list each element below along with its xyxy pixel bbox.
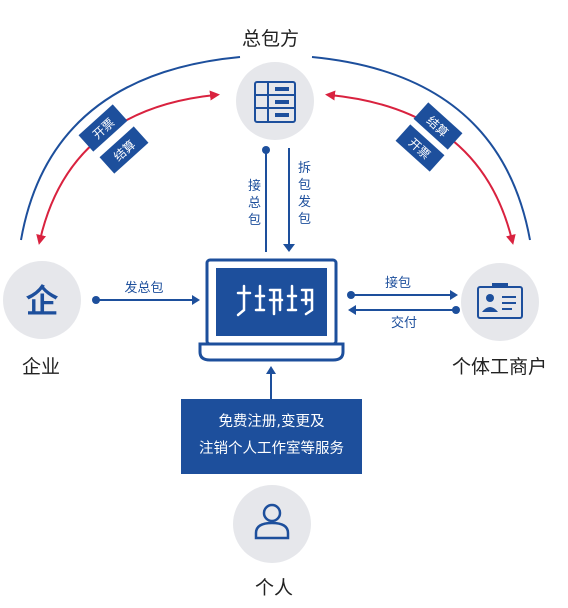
building-icon [254,81,296,123]
platform-up-label: 接总包 [248,178,261,228]
qi-character-icon: 企 [26,282,59,320]
vertical-label-char: 包 [248,213,261,228]
service-line-1: 免费注册,变更及 [218,414,325,430]
logo-mark [236,284,314,317]
vertical-label-char: 发 [298,194,311,210]
vertical-label-char: 包 [298,212,311,227]
id-card-icon [477,283,523,319]
service-line-2: 注销个人工作室等服务 [199,441,344,457]
individual-node [233,485,311,563]
vertical-label-char: 总 [248,196,261,211]
person-icon [254,503,290,540]
service-box: 免费注册,变更及 注销个人工作室等服务 [181,399,362,474]
enterprise-label: 企业 [22,356,61,378]
left-inner-arc [36,90,220,245]
enterprise-to-platform-label: 发总包 [124,280,163,296]
platform-laptop [198,258,345,362]
platform-to-business-label: 接包 [385,275,411,291]
contractor-down-label: 拆包发包 [298,161,311,227]
enterprise-node: 企 [3,261,81,339]
vertical-label-char: 拆 [298,161,311,176]
vertical-label-char: 接 [248,178,261,194]
individual-business-node [461,263,539,341]
general-contractor-label: 总包方 [242,28,300,50]
individual-label: 个人 [255,577,294,599]
general-contractor-node [236,62,314,140]
individual-business-label: 个体工商户 [452,356,548,378]
business-to-platform-label: 交付 [391,315,417,331]
vertical-label-char: 包 [298,178,311,193]
